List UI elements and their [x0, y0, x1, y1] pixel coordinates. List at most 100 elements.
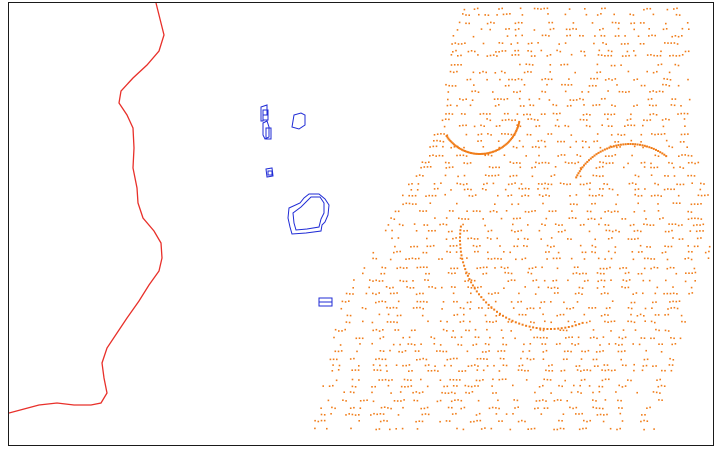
point-marker	[498, 314, 501, 316]
point-marker	[632, 293, 634, 295]
point-marker	[691, 272, 693, 274]
point-marker	[512, 135, 514, 138]
point-marker	[355, 337, 358, 340]
point-marker	[678, 14, 681, 16]
point-marker	[594, 246, 597, 248]
point-marker	[361, 307, 364, 309]
point-marker	[422, 210, 424, 212]
point-marker	[667, 245, 670, 248]
building-outline	[291, 112, 306, 130]
point-marker	[634, 174, 637, 177]
point-marker	[484, 343, 487, 345]
point-marker	[621, 337, 624, 340]
point-marker	[620, 43, 623, 45]
point-marker	[528, 267, 531, 270]
point-marker	[582, 114, 585, 116]
point-marker	[418, 174, 421, 176]
point-marker	[673, 104, 676, 107]
point-marker	[517, 78, 520, 80]
map-frame[interactable]	[8, 2, 714, 446]
point-marker	[545, 194, 547, 196]
point-marker	[614, 369, 616, 371]
point-marker	[456, 104, 458, 107]
point-marker	[359, 343, 361, 345]
point-marker	[664, 251, 667, 253]
point-marker	[606, 267, 608, 270]
point-marker	[491, 293, 493, 295]
point-marker	[687, 250, 690, 253]
point-marker	[687, 218, 690, 220]
point-marker	[387, 407, 389, 409]
point-marker	[463, 188, 466, 191]
point-marker	[687, 257, 690, 259]
point-marker	[572, 272, 575, 275]
point-marker	[505, 13, 508, 15]
point-marker	[605, 162, 608, 165]
point-marker	[659, 392, 661, 394]
point-marker	[646, 54, 649, 56]
point-marker	[583, 369, 585, 371]
point-marker	[531, 64, 534, 66]
point-marker	[694, 271, 697, 274]
point-marker	[465, 150, 468, 153]
point-marker	[575, 194, 578, 196]
map-canvas[interactable]	[9, 3, 714, 446]
point-marker	[608, 146, 611, 149]
point-marker	[437, 370, 439, 372]
point-marker	[600, 13, 602, 15]
point-marker	[633, 28, 635, 31]
point-marker	[440, 182, 442, 184]
point-marker	[567, 125, 570, 128]
point-marker	[521, 364, 524, 367]
point-marker	[665, 84, 667, 86]
point-marker	[668, 71, 671, 74]
point-marker	[604, 55, 606, 57]
point-marker	[627, 379, 629, 381]
point-marker	[568, 217, 571, 219]
point-marker	[404, 386, 406, 388]
point-marker	[618, 407, 620, 409]
building-outline	[292, 196, 325, 231]
point-marker	[455, 145, 458, 148]
point-marker	[638, 343, 641, 346]
point-marker	[403, 378, 406, 381]
point-marker	[630, 139, 633, 142]
point-marker	[527, 195, 530, 197]
point-marker	[459, 147, 462, 150]
point-marker	[675, 300, 678, 303]
point-marker	[568, 78, 570, 80]
point-marker	[591, 84, 594, 87]
building-outline	[260, 104, 268, 122]
point-marker	[372, 329, 374, 332]
point-marker	[498, 370, 501, 372]
point-marker	[416, 359, 418, 361]
point-marker	[482, 152, 485, 155]
point-marker	[622, 267, 624, 269]
point-marker	[526, 307, 528, 310]
point-marker	[636, 315, 639, 317]
point-marker	[441, 286, 443, 289]
point-marker	[611, 237, 613, 239]
point-marker	[488, 407, 491, 410]
point-marker	[514, 231, 516, 233]
point-marker	[649, 224, 652, 226]
point-marker	[545, 349, 548, 352]
point-marker	[602, 161, 604, 164]
point-marker	[465, 271, 468, 274]
point-marker	[621, 55, 624, 57]
point-marker	[643, 144, 646, 147]
point-marker	[468, 151, 471, 154]
point-marker	[522, 350, 524, 353]
point-marker	[679, 166, 681, 168]
point-marker	[445, 350, 448, 353]
point-marker	[543, 7, 545, 10]
point-marker	[456, 300, 458, 303]
point-marker	[678, 300, 681, 302]
point-marker	[559, 329, 562, 331]
point-marker	[595, 358, 598, 361]
point-marker	[453, 300, 455, 303]
point-marker	[665, 22, 667, 25]
point-marker	[639, 22, 642, 24]
point-marker	[449, 358, 452, 360]
point-marker	[466, 151, 469, 154]
